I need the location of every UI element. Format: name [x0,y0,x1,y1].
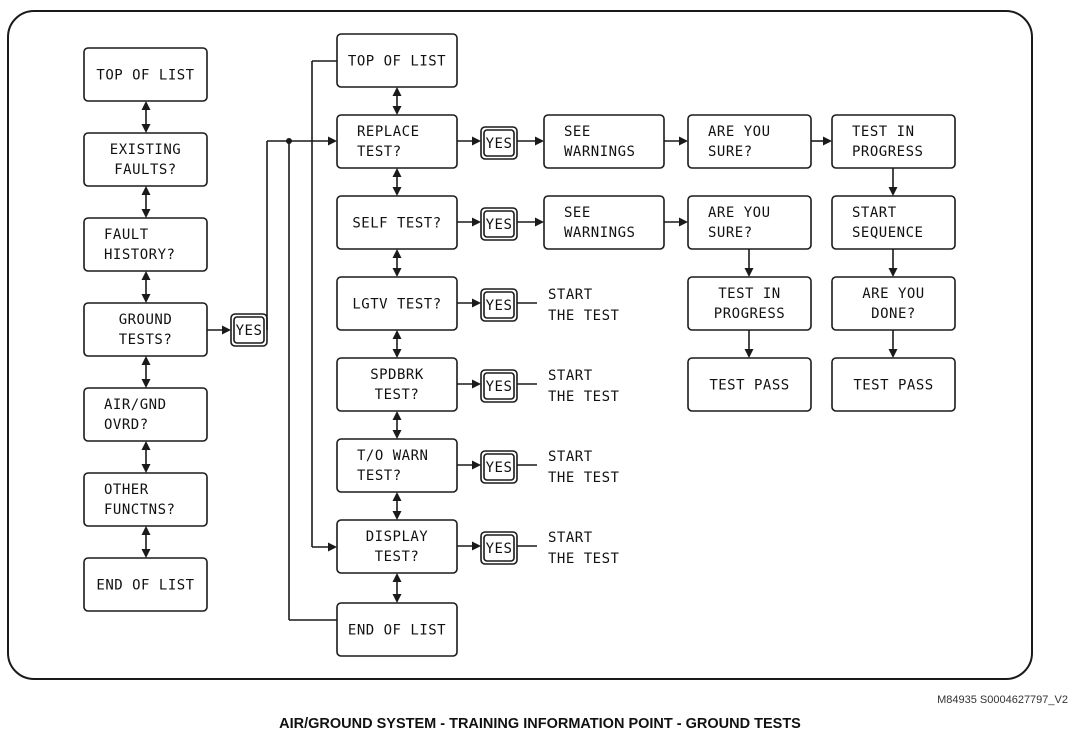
flow-box-text: TEST? [375,549,420,565]
flow-box-g-spdbrk: SPDBRK TEST? [336,357,458,412]
flow-box-text: END OF LIST [348,623,446,639]
flow-box-text: TEST IN [852,124,915,140]
flow-box-r-sure: ARE YOU SURE? [687,114,812,169]
flow-box-s-sure: ARE YOU SURE? [687,195,812,250]
yes-label: YES [486,379,513,395]
svg-text:THE TEST: THE TEST [548,308,620,324]
start-the-test-label: START THE TEST [548,287,620,324]
flow-box-text: OTHER [104,482,149,498]
flow-box-text: T/O WARN [357,448,428,464]
start-the-test-label: START THE TEST [548,530,620,567]
flow-box-text: TEST PASS [853,378,933,394]
flow-box-text: TEST? [375,387,420,403]
yes-key: YES [230,313,268,347]
svg-text:THE TEST: THE TEST [548,470,620,486]
yes-key: YES [480,288,518,322]
flow-box-text: AIR/GND [104,397,167,413]
flow-box-text: OVRD? [104,417,149,433]
flow-box-r-warn: SEE WARNINGS [543,114,665,169]
flow-box-r-prog: TEST IN PROGRESS [831,114,956,169]
flow-box-m-history: FAULT HISTORY? [83,217,208,272]
flow-box-text: SEE [564,205,591,221]
flow-box-s-start: START SEQUENCE [831,195,956,250]
flow-box-text: END OF LIST [96,578,194,594]
flow-box-text: SEQUENCE [852,225,923,241]
yes-key: YES [480,450,518,484]
flow-box-text: LGTV TEST? [352,297,441,313]
yes-label: YES [486,136,513,152]
yes-label: YES [486,298,513,314]
reference-code: M84935 S0004627797_V2 [937,694,1068,706]
start-the-test-label: START THE TEST [548,368,620,405]
yes-label: YES [486,541,513,557]
flow-box-text: GROUND [119,312,173,328]
flow-box-g-self: SELF TEST? [336,195,458,250]
flow-box-text: EXISTING [110,142,181,158]
flow-box-g-end: END OF LIST [336,602,458,657]
flow-box-text: WARNINGS [564,225,635,241]
flow-box-g-replace: REPLACE TEST? [336,114,458,169]
yes-key: YES [480,207,518,241]
yes-key: YES [480,126,518,160]
flow-box-text: TEST PASS [709,378,789,394]
yes-key: YES [480,531,518,565]
flow-box-text: ARE YOU [708,205,771,221]
flow-box-text: FUNCTNS? [104,502,175,518]
svg-text:START: START [548,368,593,384]
flow-box-text: FAULTS? [114,162,177,178]
flow-box-m-ground: GROUND TESTS? [83,302,208,357]
flow-box-text: TOP OF LIST [348,54,446,70]
flow-box-text: HISTORY? [104,247,175,263]
flow-box-g-towarn: T/O WARN TEST? [336,438,458,493]
start-the-test-label: START THE TEST [548,449,620,486]
flow-box-s-done: ARE YOU DONE? [831,276,956,331]
yes-key: YES [480,369,518,403]
yes-label: YES [486,217,513,233]
svg-text:START: START [548,530,593,546]
flow-box-m-existing: EXISTING FAULTS? [83,132,208,187]
figure-caption: AIR/GROUND SYSTEM - TRAINING INFORMATION… [279,716,801,732]
flow-box-text: ARE YOU [708,124,771,140]
flow-box-text: SELF TEST? [352,216,441,232]
svg-text:START: START [548,449,593,465]
svg-text:START: START [548,287,593,303]
flow-box-text: TEST? [357,468,402,484]
flow-box-text: TESTS? [119,332,173,348]
svg-text:THE TEST: THE TEST [548,389,620,405]
flow-box-text: DONE? [871,306,916,322]
flow-box-text: ARE YOU [862,286,925,302]
flow-box-s-pass2: TEST PASS [831,357,956,412]
flow-box-text: WARNINGS [564,144,635,160]
flow-box-text: FAULT [104,227,149,243]
flow-box-m-top: TOP OF LIST [83,47,208,102]
flow-box-text: DISPLAY [366,529,429,545]
flow-box-text: SEE [564,124,591,140]
flow-box-s-warn: SEE WARNINGS [543,195,665,250]
flow-box-g-lgtv: LGTV TEST? [336,276,458,331]
flow-box-text: PROGRESS [714,306,785,322]
flow-box-text: START [852,205,897,221]
flow-box-s-prog: TEST IN PROGRESS [687,276,812,331]
flow-box-s-pass1: TEST PASS [687,357,812,412]
yes-label: YES [236,323,263,339]
flow-box-m-end: END OF LIST [83,557,208,612]
flow-box-m-airgnd: AIR/GND OVRD? [83,387,208,442]
flow-box-text: SPDBRK [370,367,424,383]
flow-box-m-other: OTHER FUNCTNS? [83,472,208,527]
flow-box-text: PROGRESS [852,144,923,160]
flow-box-g-display: DISPLAY TEST? [336,519,458,574]
svg-text:THE TEST: THE TEST [548,551,620,567]
flow-box-text: TEST? [357,144,402,160]
flow-box-text: TOP OF LIST [96,68,194,84]
yes-label: YES [486,460,513,476]
flow-box-text: SURE? [708,144,753,160]
flow-box-text: REPLACE [357,124,420,140]
flow-box-text: TEST IN [718,286,781,302]
flow-box-g-top: TOP OF LIST [336,33,458,88]
flow-box-text: SURE? [708,225,753,241]
diagram-frame [7,10,1033,680]
